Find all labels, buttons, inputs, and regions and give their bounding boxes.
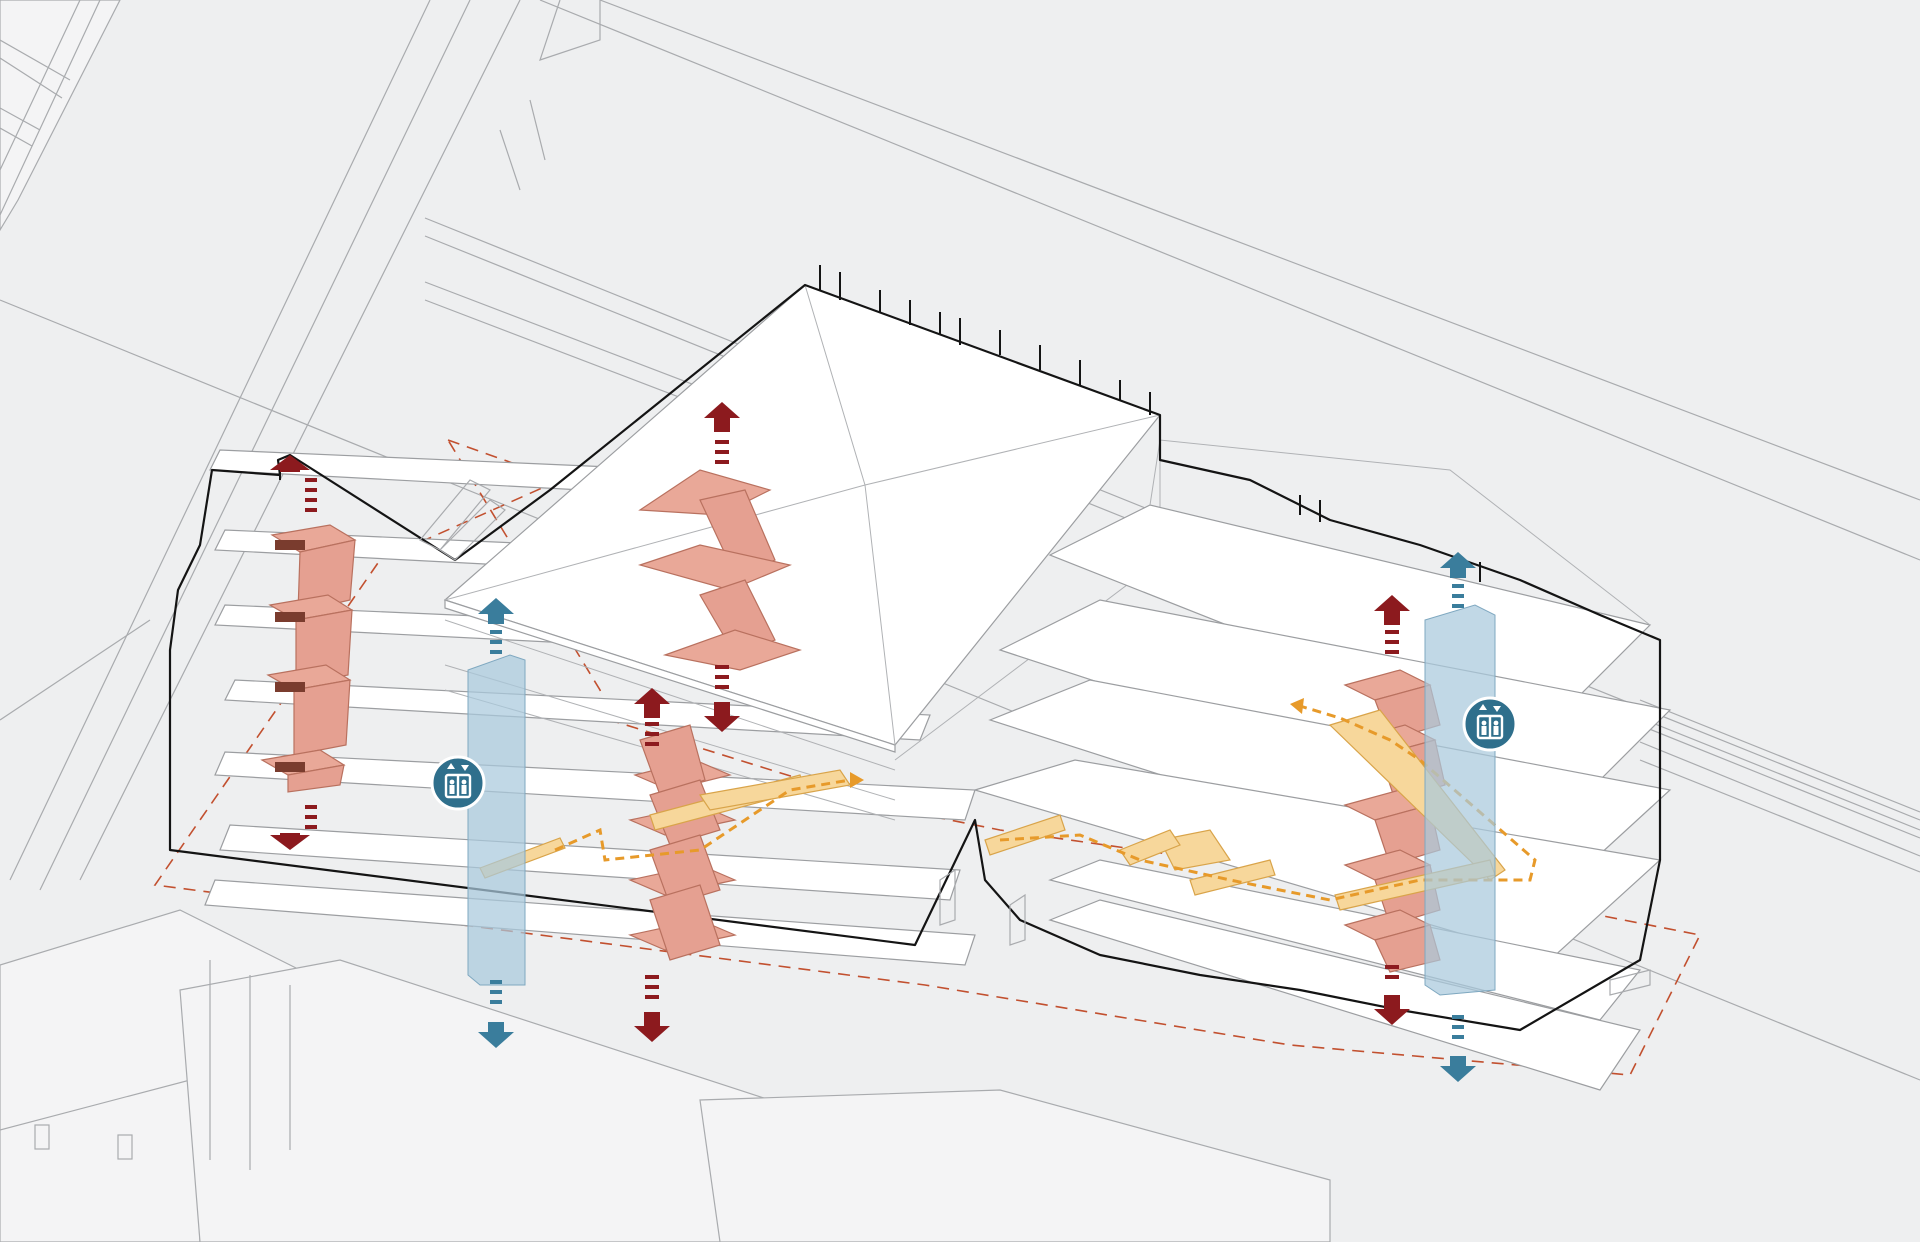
- elevator-icon: [430, 755, 486, 811]
- up-down-arrow-icon: [1440, 552, 1476, 1082]
- rail-tracks: [0, 0, 1920, 1081]
- up-down-arrow-icon: [704, 402, 740, 732]
- escalator-run-5: [1119, 829, 1181, 866]
- elevator-icon: [1462, 696, 1518, 752]
- escalator-run-6: [1189, 859, 1276, 896]
- route-arrow-east: [1290, 698, 1304, 714]
- rail-viaduct-left: [0, 0, 121, 232]
- east-wing-floors: [972, 439, 1672, 1091]
- building: [168, 265, 1672, 1091]
- stair-core-west: [260, 524, 357, 793]
- roof-parapet: [279, 265, 1481, 582]
- route-west: [554, 778, 851, 862]
- entry-structures: [419, 479, 1651, 996]
- west-wing-floors: [204, 449, 976, 966]
- vertical-arrows: [270, 402, 1476, 1082]
- elevator-core-west: [467, 654, 526, 986]
- up-down-arrow-icon: [270, 455, 317, 850]
- up-down-arrow-icon: [634, 688, 670, 1042]
- escalator-landing: [1159, 829, 1232, 871]
- route-arrow-west: [850, 772, 864, 788]
- elevator-core-east: [1424, 604, 1496, 996]
- escalator-run-4: [984, 814, 1066, 856]
- stair-core-central-upper: [637, 469, 802, 671]
- up-down-arrow-icon: [478, 598, 514, 1048]
- foreground-buildings: [0, 909, 1331, 1242]
- up-down-arrow-icon: [1374, 595, 1410, 1025]
